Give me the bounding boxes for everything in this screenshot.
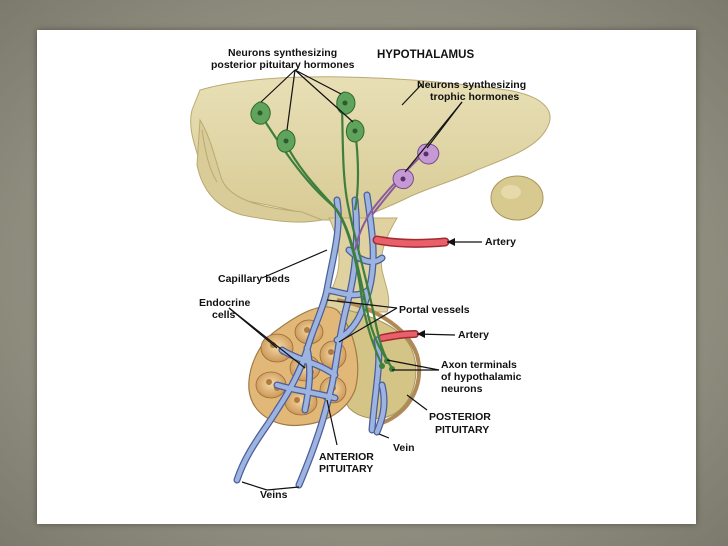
label-anterior-line1: ANTERIOR: [319, 451, 374, 463]
label-posterior-line1: POSTERIOR: [429, 411, 491, 423]
label-neurons-trophic-line2: trophic hormones: [430, 91, 519, 103]
label-vein: Vein: [393, 442, 415, 454]
label-neurons-posterior-line2: posterior pituitary hormones: [211, 59, 355, 71]
diagram-labels: Neurons synthesizing posterior pituitary…: [199, 47, 526, 501]
label-neurons-trophic-line1: Neurons synthesizing: [417, 79, 526, 91]
label-artery-top: Artery: [485, 236, 516, 248]
label-axon-line3: neurons: [441, 383, 483, 395]
label-neurons-posterior-line1: Neurons synthesizing: [228, 47, 337, 59]
arrowheads: [417, 238, 455, 338]
label-anterior-line2: PITUITARY: [319, 463, 373, 475]
label-hypothalamus: HYPOTHALAMUS: [377, 49, 474, 61]
label-posterior-line2: PITUITARY: [435, 424, 489, 436]
pituitary-diagram: Neurons synthesizing posterior pituitary…: [190, 47, 551, 501]
label-endocrine-line1: Endocrine: [199, 297, 251, 309]
label-endocrine-line2: cells: [212, 309, 236, 321]
label-portal-vessels: Portal vessels: [399, 304, 470, 316]
label-artery-bottom: Artery: [458, 329, 489, 341]
label-axon-line2: of hypothalamic: [441, 371, 522, 383]
arteries: [372, 235, 450, 342]
label-capillary-beds: Capillary beds: [218, 273, 290, 285]
green-neurons: [250, 91, 395, 372]
label-axon-line1: Axon terminals: [441, 359, 517, 371]
label-veins: Veins: [260, 489, 288, 501]
slide-panel: Neurons synthesizing posterior pituitary…: [37, 30, 696, 524]
